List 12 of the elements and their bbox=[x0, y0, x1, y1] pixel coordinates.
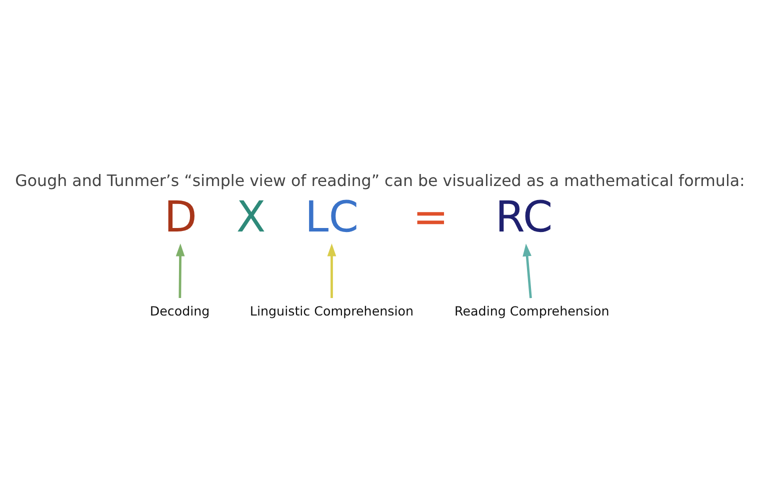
arrow bbox=[327, 243, 336, 298]
arrow bbox=[176, 243, 185, 298]
node-text: Decoding bbox=[150, 303, 210, 318]
node-text: Linguistic Comprehension bbox=[250, 303, 414, 318]
node-text: Reading Comprehension bbox=[454, 303, 610, 318]
node-text: D bbox=[164, 192, 198, 242]
label: X bbox=[236, 192, 266, 242]
node-text: RC bbox=[495, 192, 553, 242]
label: = bbox=[412, 192, 449, 242]
diagram-title: Gough and Tunmer’s “simple view of reading” can be visualized as a mathematical formula: bbox=[15, 170, 745, 190]
arrow bbox=[522, 243, 532, 298]
node-text: LC bbox=[304, 192, 359, 242]
